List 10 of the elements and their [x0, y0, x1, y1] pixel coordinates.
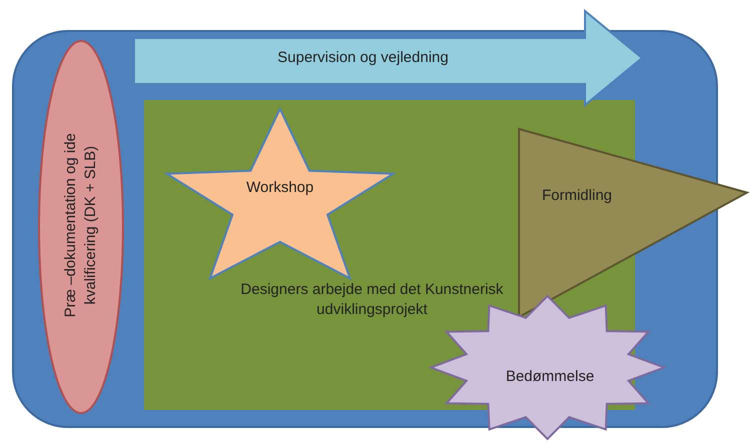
- shape-label: Designers arbejde med det Kunstnerisk udviklingsprojekt: [240, 280, 504, 320]
- oval-shape: [38, 40, 124, 414]
- shape-label: Supervision og vejledning: [276, 48, 450, 68]
- shape-label: Workshop: [245, 178, 315, 198]
- shape-label: Præ –dokumentation og ide kvalificering (DK + SLB): [60, 132, 100, 320]
- triangle-shape: [518, 128, 748, 318]
- starburst-shape: [430, 295, 665, 440]
- shape-label: Formidling: [540, 186, 614, 206]
- arrow-shape: [133, 10, 643, 106]
- shape-label: Bedømmelse: [504, 367, 596, 387]
